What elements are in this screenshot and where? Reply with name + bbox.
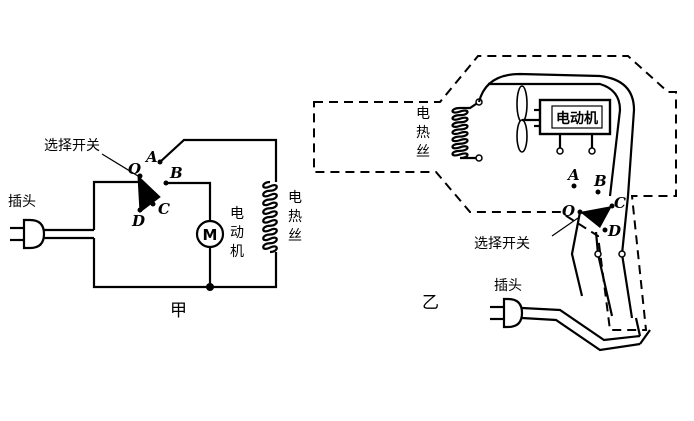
- caption-b: 乙: [422, 293, 439, 313]
- junction-a: [206, 283, 214, 291]
- motor-label-a: 电 动 机: [230, 206, 248, 260]
- figure-a: 插头 选择开关 O A B C D M 电: [8, 138, 306, 321]
- terminal-o-b: O: [562, 202, 575, 220]
- terminal-d-a: D: [131, 212, 145, 230]
- cord-b-1: [521, 306, 641, 342]
- switch-pointer-a: [101, 153, 139, 177]
- heater-label-b: 电 热 丝: [416, 106, 434, 160]
- selector-switch-b: [571, 183, 615, 233]
- heater-label-a: 电 热 丝: [288, 190, 306, 244]
- cord-b-3: [634, 317, 642, 337]
- cord-b-4: [639, 329, 651, 345]
- plug-label-a: 插头: [8, 194, 36, 210]
- wire-loop-b-inner: [488, 82, 622, 197]
- figure-b: 电 热 丝 电动机: [313, 55, 677, 352]
- wire-b-motor: [166, 181, 212, 220]
- terminal-o-a: O: [128, 160, 141, 178]
- terminal-a-a: A: [144, 148, 158, 166]
- terminal-a-b: A: [566, 166, 580, 184]
- terminal-b-b: B: [593, 172, 607, 190]
- wire-bottom-a: [92, 238, 278, 289]
- wire-loop-b: [477, 72, 636, 197]
- motor-b: [534, 98, 612, 155]
- caption-a: 甲: [170, 301, 187, 321]
- selector-switch-a: [137, 159, 169, 213]
- switch-label-b: 选择开关: [474, 236, 530, 252]
- terminal-d-b: D: [607, 222, 621, 240]
- wire-down-b-3: [570, 211, 584, 297]
- wire-top-a: [92, 180, 140, 230]
- terminal-b-a: B: [169, 164, 183, 182]
- heater-coil-a: [262, 180, 278, 254]
- terminal-c-a: C: [158, 200, 170, 218]
- motor-label-b: 电动机: [556, 110, 598, 127]
- switch-label-a: 选择开关: [44, 138, 100, 154]
- switch-pointer-b: [551, 217, 579, 237]
- dryer-housing: [313, 55, 677, 331]
- plug-b: [490, 297, 524, 329]
- terminal-c-b: C: [614, 194, 626, 212]
- cord-b-2: [521, 316, 641, 352]
- fan-icon: [516, 85, 540, 153]
- plug-a: [10, 218, 94, 250]
- wire-a-heater: [159, 138, 278, 182]
- motor-a: M: [195, 219, 225, 249]
- heater-coil-b: [451, 98, 483, 162]
- motor-symbol-a: M: [203, 226, 218, 244]
- plug-label-b: 插头: [494, 278, 522, 294]
